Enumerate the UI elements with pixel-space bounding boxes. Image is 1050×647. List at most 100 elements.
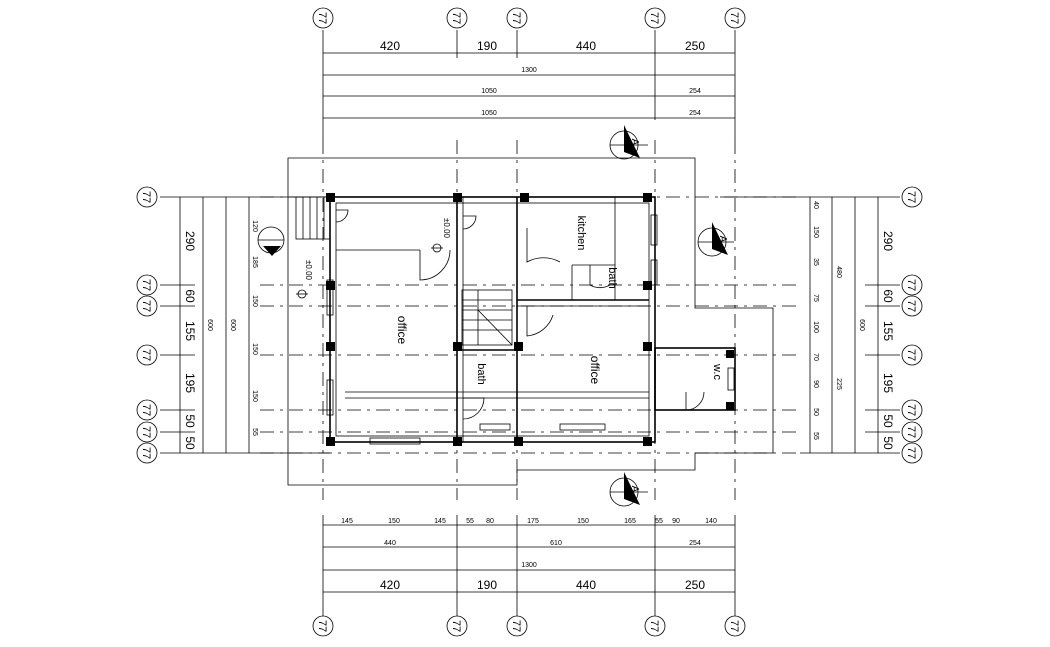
axis-tag-label: 77 xyxy=(140,349,152,361)
dim-left-small-4: 150 xyxy=(251,343,258,355)
dim-top-bay-3: 440 xyxy=(576,39,596,53)
dim-right-bay-1: 290 xyxy=(881,231,895,251)
axis-tag-label: 77 xyxy=(450,12,462,24)
dim-top-254-b: 254 xyxy=(689,110,701,117)
dim-right-mid-1: 480 xyxy=(835,266,842,278)
dim-right-small-8: 50 xyxy=(812,408,819,416)
axis-marker-bottom-3: 77 xyxy=(506,615,528,637)
dim-left-total-b: 600 xyxy=(229,319,236,331)
elevation-label: ±0.00 xyxy=(304,260,313,281)
axis-tag-label: 77 xyxy=(316,620,328,632)
axis-marker-top-1: 77 xyxy=(312,7,334,29)
dim-bottom-detail-10: 90 xyxy=(672,518,680,525)
dim-left-small-2: 185 xyxy=(251,256,258,268)
dim-bottom-bay-2: 190 xyxy=(477,578,497,592)
elevation-mark-inner: ±0.00 xyxy=(431,218,451,253)
dim-left-small-6: 55 xyxy=(251,428,258,436)
axis-tag-label: 77 xyxy=(510,12,522,24)
dim-bottom-detail-5: 80 xyxy=(486,518,494,525)
dim-right-small-1: 40 xyxy=(812,201,819,209)
dim-bottom-detail-2: 150 xyxy=(388,518,400,525)
room-label-bath-upper: bath xyxy=(606,267,618,288)
axis-marker-top-3: 77 xyxy=(506,7,528,29)
axis-marker-left-2: 77 xyxy=(136,274,158,296)
bottom-axis-markers: 77 77 77 77 77 xyxy=(312,615,746,637)
dim-left-bay-4: 195 xyxy=(183,373,197,393)
dim-top-total: 1300 xyxy=(521,67,537,74)
axis-marker-right-2: 77 xyxy=(901,274,923,296)
dim-right-small-9: 55 xyxy=(812,432,819,440)
dim-bottom-detail-7: 150 xyxy=(577,518,589,525)
top-dimensions: 420 190 440 250 1300 1050 254 1050 254 xyxy=(322,30,736,140)
dim-left-bay-6: 50 xyxy=(183,436,197,450)
dim-top-bay-1: 420 xyxy=(380,39,400,53)
axis-marker-bottom-1: 77 xyxy=(312,615,334,637)
dim-bottom-detail-9: 55 xyxy=(655,518,663,525)
axis-tag-label: 77 xyxy=(728,620,740,632)
axis-marker-left-4: 77 xyxy=(136,344,158,366)
dim-bottom-detail-1: 145 xyxy=(341,518,353,525)
room-label-kitchen: kitchen xyxy=(575,216,587,251)
room-label-bath-lower: bath xyxy=(475,363,487,384)
room-label-wc: w.c xyxy=(711,363,723,380)
axis-marker-left-7: 77 xyxy=(136,442,158,464)
axis-marker-right-1: 77 xyxy=(901,186,923,208)
axis-marker-right-4: 77 xyxy=(901,344,923,366)
axis-tag-label: 77 xyxy=(648,12,660,24)
section-letter: A xyxy=(717,236,728,243)
axis-tag-label: 77 xyxy=(316,12,328,24)
dim-right-total: 600 xyxy=(858,319,865,331)
axis-tag-label: 77 xyxy=(140,404,152,416)
axis-marker-bottom-5: 77 xyxy=(724,615,746,637)
axis-tag-label: 77 xyxy=(140,426,152,438)
dim-left-small-3: 150 xyxy=(251,295,258,307)
dim-right-bay-5: 50 xyxy=(881,414,895,428)
dim-bottom-mid-1: 440 xyxy=(384,540,396,547)
dim-left-bay-2: 60 xyxy=(183,289,197,303)
room-label-office-right: office xyxy=(588,356,602,385)
axis-tag-label: 77 xyxy=(905,426,917,438)
axis-tag-label: 77 xyxy=(648,620,660,632)
dim-top-bay-4: 250 xyxy=(685,39,705,53)
dim-right-small-3: 35 xyxy=(812,258,819,266)
dim-left-small-1: 120 xyxy=(251,220,258,232)
top-axis-markers: 77 77 77 77 77 xyxy=(312,7,746,29)
dim-right-small-7: 90 xyxy=(812,380,819,388)
axis-tag-label: 77 xyxy=(728,12,740,24)
axis-tag-label: 77 xyxy=(510,620,522,632)
axis-tag-label: 77 xyxy=(905,447,917,459)
section-letter: A xyxy=(629,139,640,146)
dim-bottom-mid-3: 254 xyxy=(689,540,701,547)
axis-marker-right-6: 77 xyxy=(901,421,923,443)
dim-left-total-a: 600 xyxy=(206,319,213,331)
dim-right-small-4: 75 xyxy=(812,294,819,302)
left-axis-markers: 77 77 77 77 77 77 77 xyxy=(136,186,158,464)
dim-right-bay-4: 195 xyxy=(881,373,895,393)
bottom-dimensions: 145 150 145 55 80 175 150 165 55 90 140 … xyxy=(322,515,736,616)
dim-bottom-bay-3: 440 xyxy=(576,578,596,592)
dim-top-1050-b: 1050 xyxy=(481,110,497,117)
axis-tag-label: 77 xyxy=(905,349,917,361)
dim-right-small-6: 70 xyxy=(812,353,819,361)
axis-marker-top-4: 77 xyxy=(644,7,666,29)
dim-left-bay-3: 155 xyxy=(183,321,197,341)
axis-tag-label: 77 xyxy=(905,404,917,416)
dim-right-mid-2: 225 xyxy=(835,378,842,390)
axis-marker-right-3: 77 xyxy=(901,295,923,317)
dim-right-small-5: 100 xyxy=(812,321,819,333)
room-label-office-left: office xyxy=(395,316,409,345)
axis-marker-bottom-4: 77 xyxy=(644,615,666,637)
left-dimensions: 290 60 155 195 50 50 600 600 120 185 150… xyxy=(160,196,330,454)
axis-marker-top-5: 77 xyxy=(724,7,746,29)
axis-tag-label: 77 xyxy=(905,279,917,291)
axis-marker-right-5: 77 xyxy=(901,399,923,421)
dim-right-bay-3: 155 xyxy=(881,321,895,341)
dim-left-small-5: 150 xyxy=(251,390,258,402)
axis-marker-left-5: 77 xyxy=(136,399,158,421)
axis-tag-label: 77 xyxy=(140,447,152,459)
axis-tag-label: 77 xyxy=(905,191,917,203)
axis-tag-label: 77 xyxy=(140,279,152,291)
dim-right-bay-6: 50 xyxy=(881,436,895,450)
elevation-mark: ±0.00 xyxy=(296,260,313,299)
